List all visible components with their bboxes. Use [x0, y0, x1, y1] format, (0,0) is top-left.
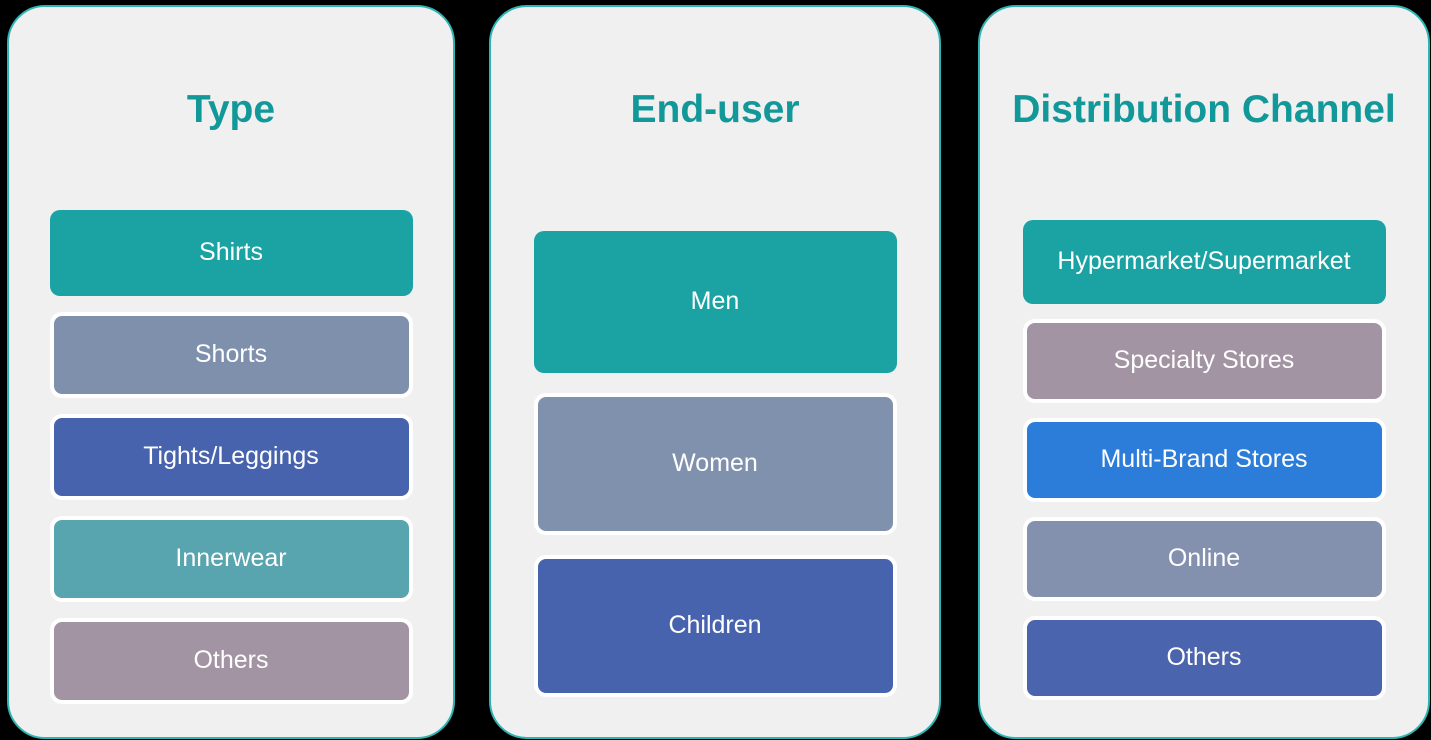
segment-shirts: Shirts	[49, 210, 413, 296]
segment-shorts: Shorts	[49, 312, 413, 398]
segment-multi-brand-stores: Multi-Brand Stores	[1022, 418, 1386, 502]
panel-type: Type Shirts Shorts Tights/Leggings Inner…	[7, 5, 455, 739]
panel-end-user-items: Men Women Children	[491, 231, 939, 697]
panel-distribution-channel: Distribution Channel Hypermarket/Superma…	[978, 5, 1430, 739]
panel-end-user-title: End-user	[630, 88, 800, 131]
segment-specialty-stores: Specialty Stores	[1022, 319, 1386, 403]
segment-tights-leggings: Tights/Leggings	[49, 414, 413, 500]
segment-innerwear: Innerwear	[49, 516, 413, 602]
panel-distribution-channel-items: Hypermarket/Supermarket Specialty Stores…	[980, 220, 1428, 700]
segment-men: Men	[533, 231, 897, 373]
panel-type-items: Shirts Shorts Tights/Leggings Innerwear …	[9, 210, 453, 704]
panel-type-title: Type	[186, 88, 276, 131]
segment-type-others: Others	[49, 618, 413, 704]
segment-online: Online	[1022, 517, 1386, 601]
segment-distribution-others: Others	[1022, 616, 1386, 700]
panel-end-user: End-user Men Women Children	[489, 5, 941, 739]
panel-distribution-channel-title: Distribution Channel	[1012, 88, 1396, 131]
segment-hypermarket-supermarket: Hypermarket/Supermarket	[1022, 220, 1386, 304]
segment-women: Women	[533, 393, 897, 535]
segment-children: Children	[533, 555, 897, 697]
